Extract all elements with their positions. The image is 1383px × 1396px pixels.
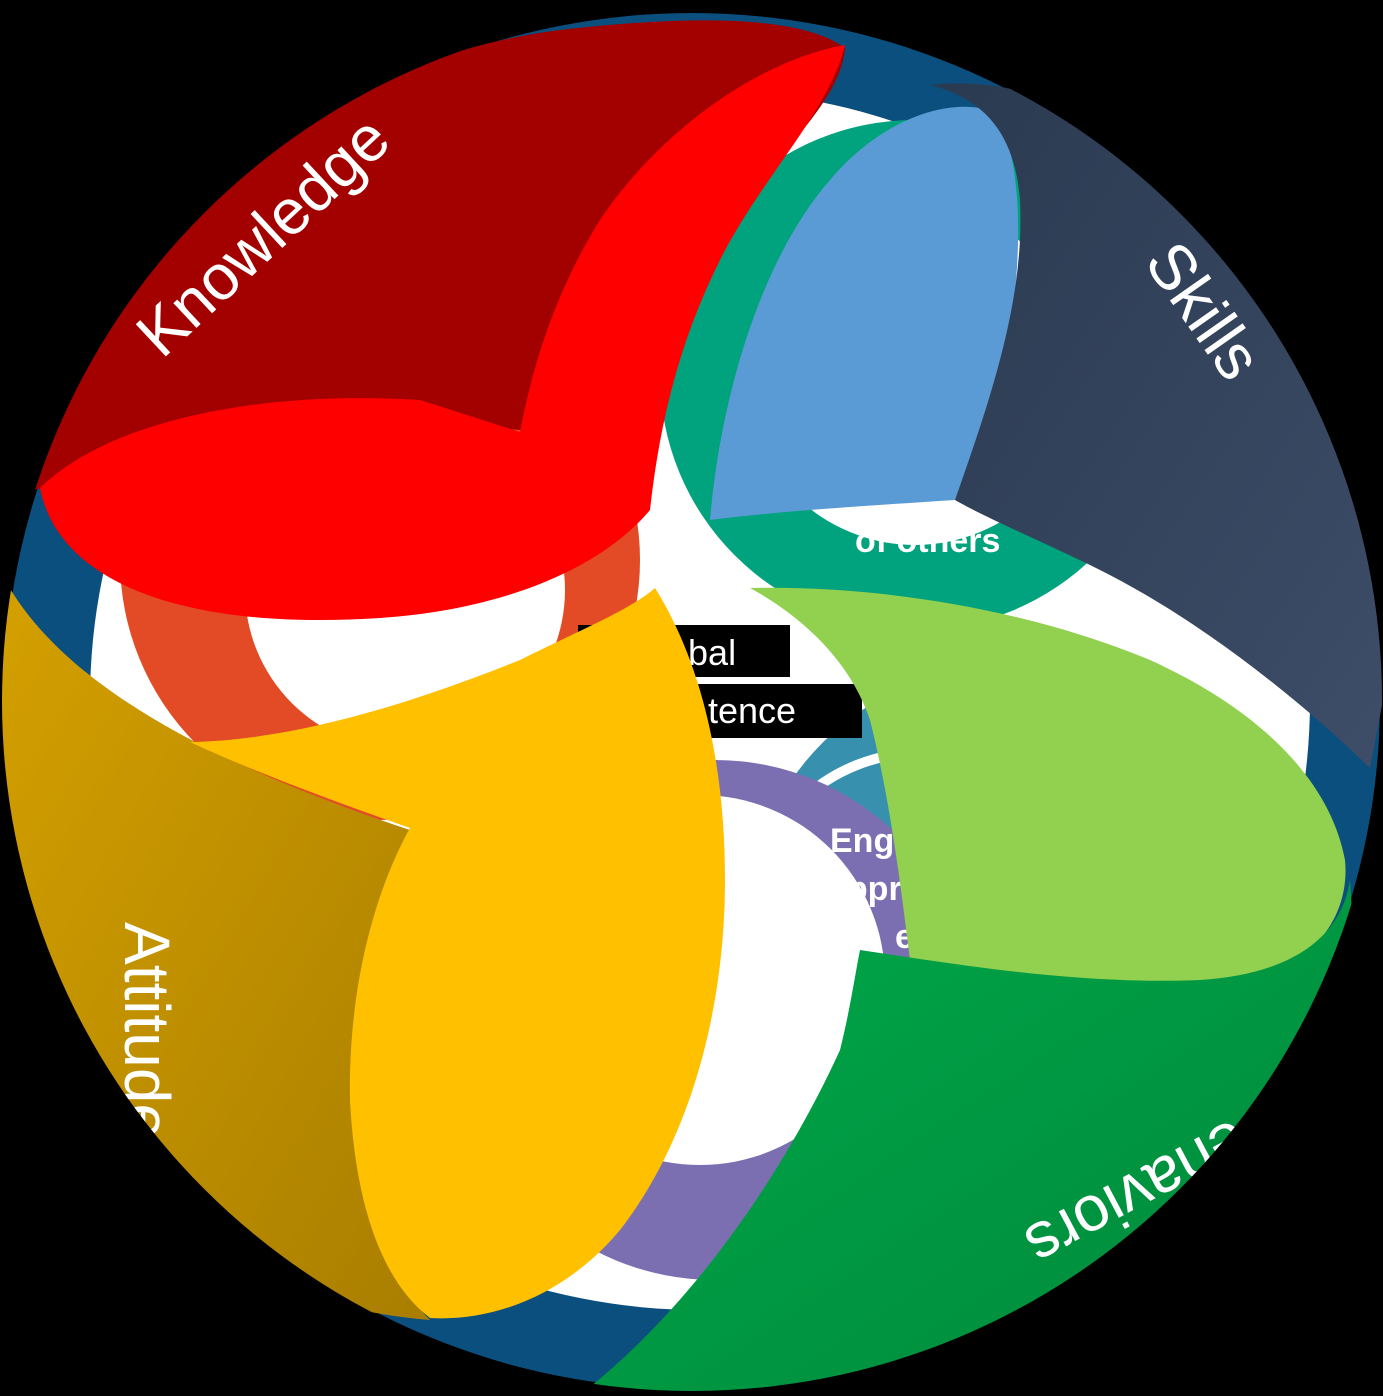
behaviors-petal-light [750, 587, 1346, 983]
attitudes-label: Attitudes [111, 922, 183, 1171]
attitudes-petal-bright [190, 588, 725, 1319]
center-line-2: tence [708, 690, 796, 731]
knowledge-petal-dark [35, 20, 845, 491]
text-of-others: of others [855, 522, 1000, 560]
knowledge-petal-bright [40, 45, 845, 621]
skills-petal-light [710, 106, 1019, 520]
text-eng: Eng [830, 822, 894, 860]
skills-petal-dark [930, 83, 1382, 768]
text-appr: appr [828, 870, 902, 908]
